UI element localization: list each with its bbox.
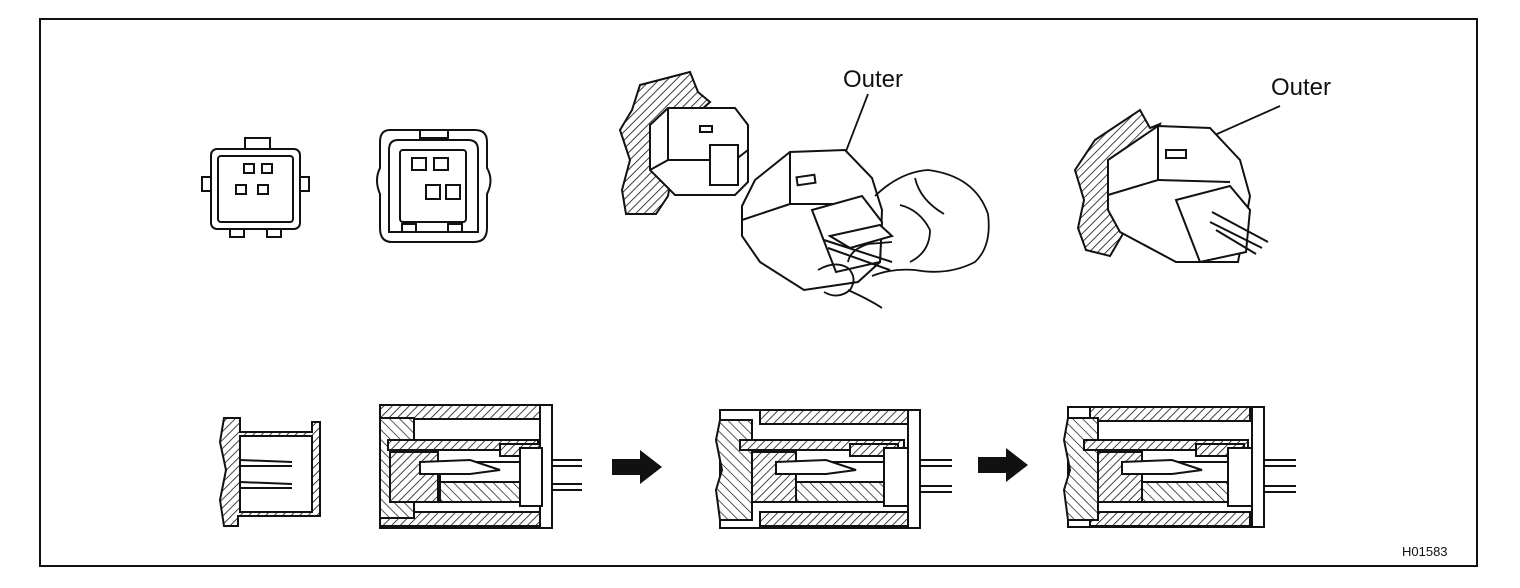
female-connector-in-hand bbox=[741, 148, 894, 292]
wall-mounted-male-housing bbox=[618, 70, 749, 215]
male-connector-section bbox=[218, 417, 321, 527]
process-arrow-1 bbox=[612, 450, 662, 484]
female-connector-section-2 bbox=[714, 409, 952, 529]
female-connector-front-view bbox=[376, 129, 492, 243]
outer-leader-line-right bbox=[1207, 105, 1281, 139]
assembled-connector-right bbox=[1073, 108, 1269, 264]
outer-label-middle: Outer bbox=[843, 66, 903, 93]
female-connector-section-1 bbox=[379, 404, 582, 529]
outer-label-right: Outer bbox=[1271, 74, 1331, 101]
hand-holding-connector bbox=[817, 169, 990, 309]
process-arrow-2 bbox=[978, 448, 1028, 482]
male-connector-front-view bbox=[201, 137, 310, 238]
figure-code: H01583 bbox=[1402, 544, 1448, 559]
diagram-border bbox=[39, 18, 1478, 567]
female-connector-section-3 bbox=[1062, 406, 1296, 528]
terminal-pins-in-hand bbox=[823, 239, 893, 271]
